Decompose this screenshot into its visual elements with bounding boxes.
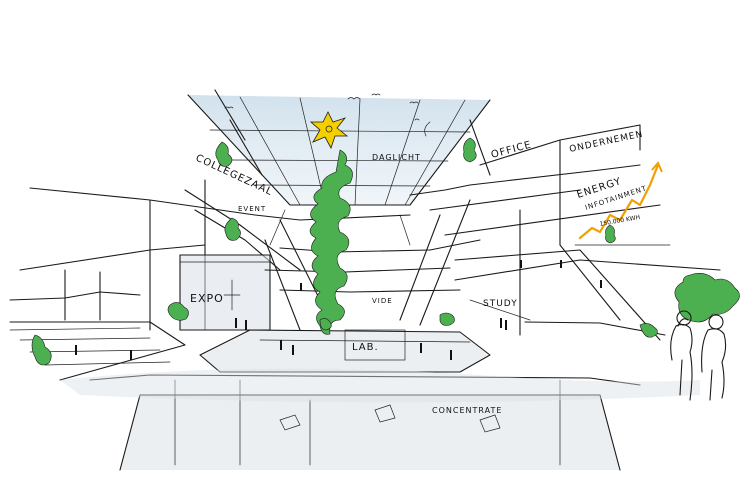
right-building [409, 119, 721, 341]
green-lower [639, 323, 658, 338]
label-energy-value: 150.000 KWH [599, 214, 640, 228]
green-right-wall [674, 273, 740, 323]
label-event: EVENT [238, 205, 266, 213]
center-structure [199, 199, 491, 373]
green-office [463, 137, 477, 163]
skylight-frame [187, 94, 491, 206]
label-vide: VIDE [372, 297, 393, 305]
greenery [31, 137, 740, 366]
label-study: STUDY [483, 299, 518, 309]
rising-graph-icon [574, 161, 671, 246]
label-expo: EXPO [190, 292, 224, 305]
label-office: OFFICE [490, 139, 533, 160]
label-lab: LAB. [352, 342, 379, 353]
floor-shadow [60, 368, 700, 403]
lower-furniture [279, 404, 501, 433]
green-expo [167, 302, 189, 321]
expo-box [179, 254, 271, 331]
skylight-glass [188, 95, 490, 205]
green-left-seating [31, 334, 52, 366]
sun-icon [309, 111, 349, 149]
people [670, 310, 727, 401]
green-college [215, 141, 233, 167]
skylight [187, 94, 491, 246]
green-event [224, 217, 241, 241]
green-study [439, 312, 455, 326]
small-figures [75, 260, 602, 360]
label-ondernemen: ONDERNEMEN [569, 129, 645, 154]
label-daglicht: DAGLICHT [372, 153, 421, 162]
bird-icon [224, 93, 431, 137]
lower-floor [89, 374, 641, 471]
green-right-upper [605, 224, 616, 244]
green-vide [319, 318, 332, 331]
label-concentrate: CONCENTRATE [432, 406, 502, 415]
